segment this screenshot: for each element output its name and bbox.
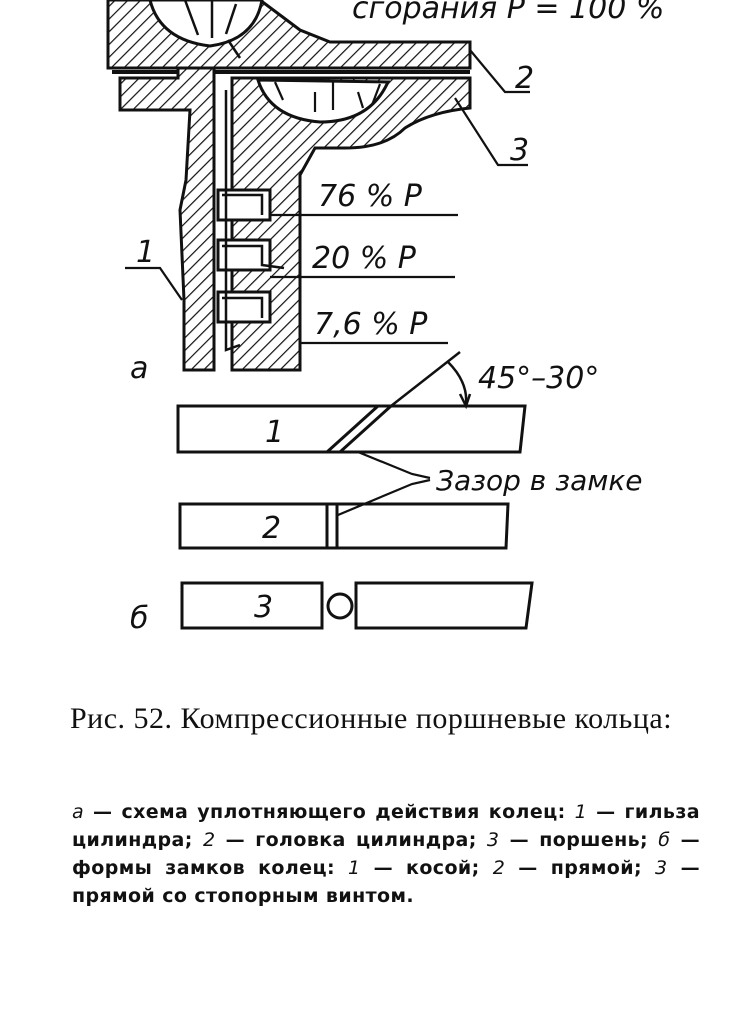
legend-t1: — гильза цилиндра;	[72, 801, 700, 851]
legend-r3: 3	[655, 857, 668, 879]
section-b-label: б	[130, 601, 149, 636]
legend-t3: — поршень;	[499, 829, 659, 851]
leader-2	[469, 49, 530, 94]
legend-b-text: — формы замков колец:	[72, 829, 701, 879]
legend-r1: 1	[348, 857, 361, 879]
legend-r2: 2	[492, 857, 506, 879]
figure-legend: а — схема уплотняющего действия колец: 1…	[72, 798, 700, 910]
legend-rt2: — прямой;	[505, 857, 656, 879]
leader-3	[454, 97, 528, 167]
label-part-2: 2	[515, 61, 534, 96]
pressure-label-3: 7,6 % P	[314, 307, 428, 342]
pressure-label-2: 20 % P	[312, 241, 417, 276]
angle-label: 45°–30°	[478, 361, 599, 396]
legend-rt1: — косой;	[360, 857, 493, 879]
leader-1	[125, 266, 183, 301]
legend-k2: 2	[202, 829, 216, 851]
figure-caption: Рис. 52. Компрессионные поршневые кольца…	[70, 702, 673, 735]
legend-t2: — головка цилиндра;	[215, 829, 487, 851]
ring-oblique	[176, 351, 527, 454]
ring-number-1: 1	[265, 415, 284, 450]
legend-k3: 3	[486, 829, 500, 851]
piston	[230, 76, 472, 372]
piston-bowl	[255, 78, 391, 124]
legend-a-text: — схема уплотняющего действия колец:	[84, 801, 575, 823]
section-a-label: а	[130, 351, 148, 386]
gap-label: Зазор в замке	[436, 464, 643, 497]
label-part-1: 1	[136, 235, 155, 270]
ring-number-3: 3	[254, 590, 273, 625]
label-part-3: 3	[510, 133, 529, 168]
legend-a-key: а	[72, 801, 85, 823]
legend-b-key: б	[658, 829, 671, 851]
locking-pin	[326, 592, 354, 620]
legend-rt3: — прямой со стопорным винтом.	[72, 857, 700, 907]
piston-ring-diagram: сгорания P = 100 % 2 3 1 76 % P 20 % P 7…	[106, 0, 664, 636]
cylinder-liner	[118, 66, 216, 372]
legend-k1: 1	[574, 801, 588, 823]
pressure-label-1: 76 % P	[318, 179, 423, 214]
ring-number-2: 2	[262, 511, 281, 546]
ring-straight	[178, 502, 510, 550]
top-text: сгорания P = 100 %	[352, 0, 664, 26]
ring-with-pin	[180, 581, 534, 630]
